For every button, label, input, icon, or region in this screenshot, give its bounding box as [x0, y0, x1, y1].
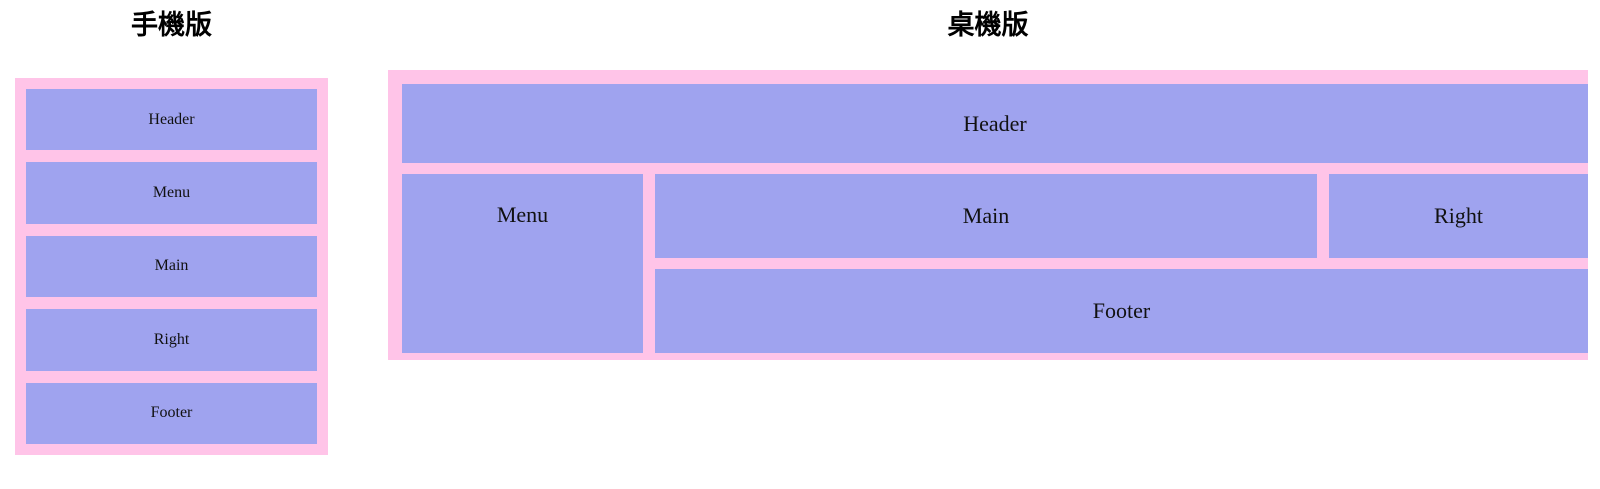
desktop-block-right: Right [1329, 174, 1588, 258]
desktop-block-menu: Menu [402, 174, 643, 353]
desktop-layout-title: 桌機版 [947, 10, 1029, 40]
mobile-block-footer: Footer [26, 382, 317, 445]
mobile-layout-wireframe: Header Menu Main Right Footer [15, 78, 328, 455]
mobile-block-menu: Menu [26, 162, 317, 224]
mobile-block-right: Right [26, 309, 317, 371]
desktop-layout-wireframe: Header Menu Main Right Footer [388, 70, 1588, 360]
mobile-layout-title: 手機版 [131, 10, 212, 40]
mobile-block-main: Main [26, 235, 317, 298]
desktop-block-header: Header [402, 84, 1588, 163]
mobile-block-header: Header [26, 89, 317, 151]
desktop-block-main: Main [655, 174, 1317, 258]
desktop-block-footer: Footer [655, 269, 1588, 353]
